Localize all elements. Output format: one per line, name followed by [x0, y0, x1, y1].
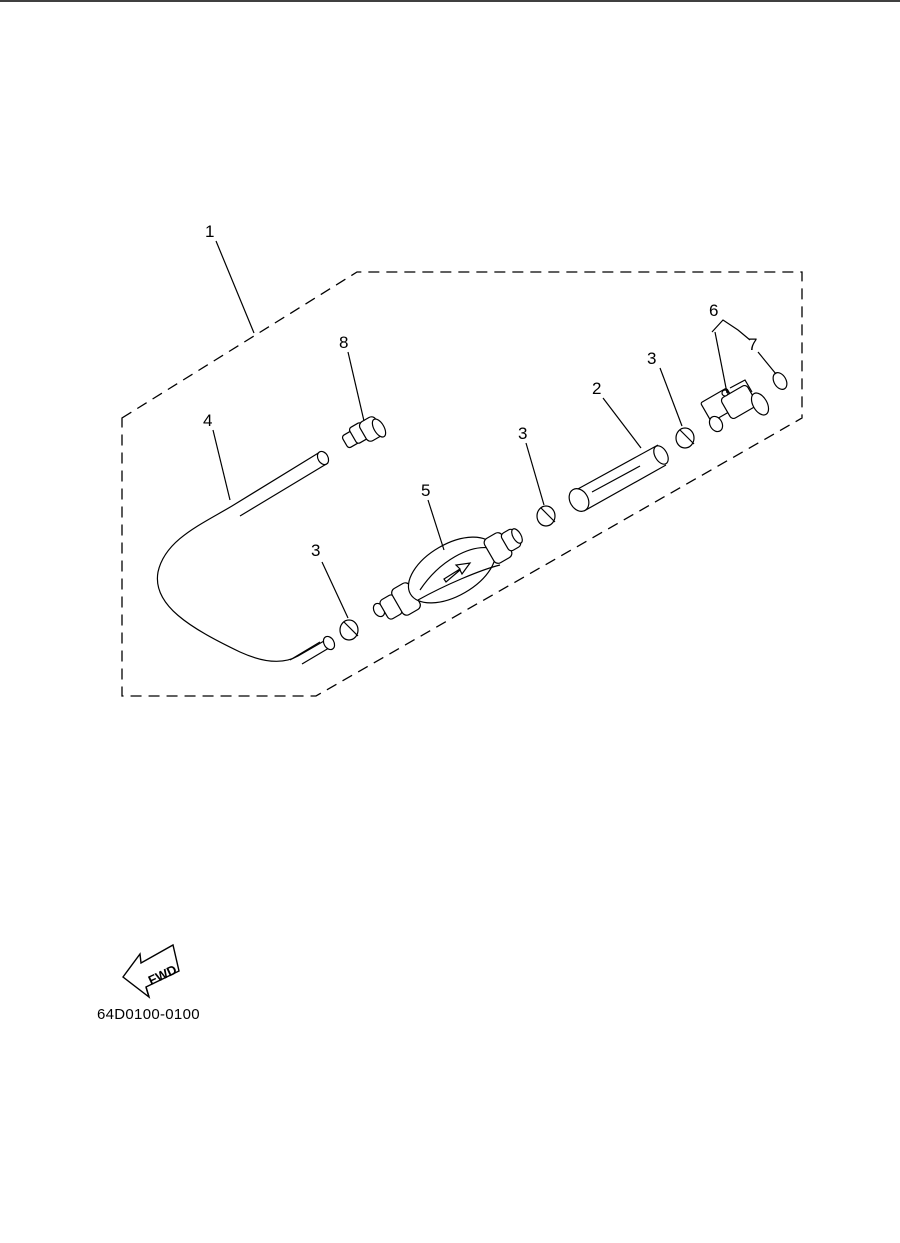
callout-3-lower: 3	[311, 541, 320, 560]
part-clip-middle	[536, 505, 556, 527]
diagram-code: 64D0100-0100	[97, 1006, 200, 1023]
part-connector	[341, 416, 387, 449]
leader-lines	[212, 240, 777, 619]
part-joint-assembly	[700, 379, 770, 433]
part-primer-bulb	[372, 528, 523, 620]
callout-8: 8	[339, 333, 348, 352]
part-clip-upper	[675, 427, 695, 449]
part-hose-short	[568, 444, 669, 512]
assembly-boundary	[121, 271, 803, 697]
callout-3-middle: 3	[518, 424, 527, 443]
callout-1: 1	[205, 222, 214, 241]
callout-2: 2	[592, 379, 601, 398]
callout-5: 5	[421, 481, 430, 500]
callout-6: 6	[709, 301, 718, 320]
callout-7: 7	[748, 335, 757, 354]
part-hose-long	[156, 450, 336, 665]
part-clip-lower	[339, 619, 359, 641]
callout-3-upper: 3	[647, 349, 656, 368]
callout-4: 4	[203, 411, 212, 430]
part-o-ring	[772, 372, 788, 390]
fwd-arrow-icon: FWD	[122, 943, 180, 999]
